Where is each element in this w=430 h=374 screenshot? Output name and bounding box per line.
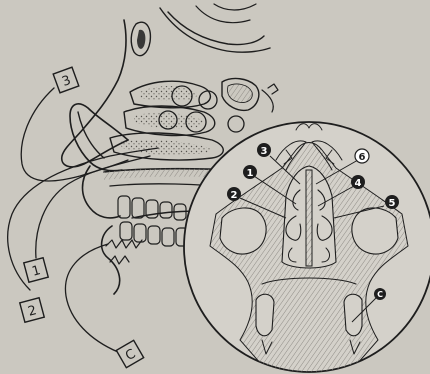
label-box-c: C [116, 340, 143, 367]
svg-text:6: 6 [359, 152, 366, 163]
marker-5: 5 [385, 195, 399, 209]
svg-text:C: C [377, 290, 383, 299]
nasal-septum [306, 170, 312, 266]
brain-outline [160, 8, 270, 52]
upper-teeth [118, 196, 186, 220]
svg-text:4: 4 [355, 178, 362, 189]
svg-text:5: 5 [389, 198, 396, 209]
svg-text:2: 2 [231, 190, 238, 201]
label-box-3: 3 [53, 67, 79, 93]
coronal-zoom: 3 6 1 4 2 5 C [184, 122, 430, 372]
label-box-2: 2 [20, 298, 44, 322]
skull-outline [62, 20, 128, 167]
marker-c: C [374, 288, 386, 300]
marker-4: 4 [351, 175, 365, 189]
right-maxillary-sinus [352, 208, 398, 254]
label-box-1: 1 [24, 258, 48, 282]
left-tooth [256, 294, 274, 336]
left-maxillary-sinus [220, 208, 266, 254]
svg-text:1: 1 [247, 168, 254, 179]
marker-1: 1 [243, 165, 257, 179]
marker-6: 6 [355, 149, 369, 163]
marker-3: 3 [257, 143, 271, 157]
svg-text:3: 3 [261, 146, 268, 157]
nasal-conchae [110, 81, 244, 160]
marker-2: 2 [227, 187, 241, 201]
